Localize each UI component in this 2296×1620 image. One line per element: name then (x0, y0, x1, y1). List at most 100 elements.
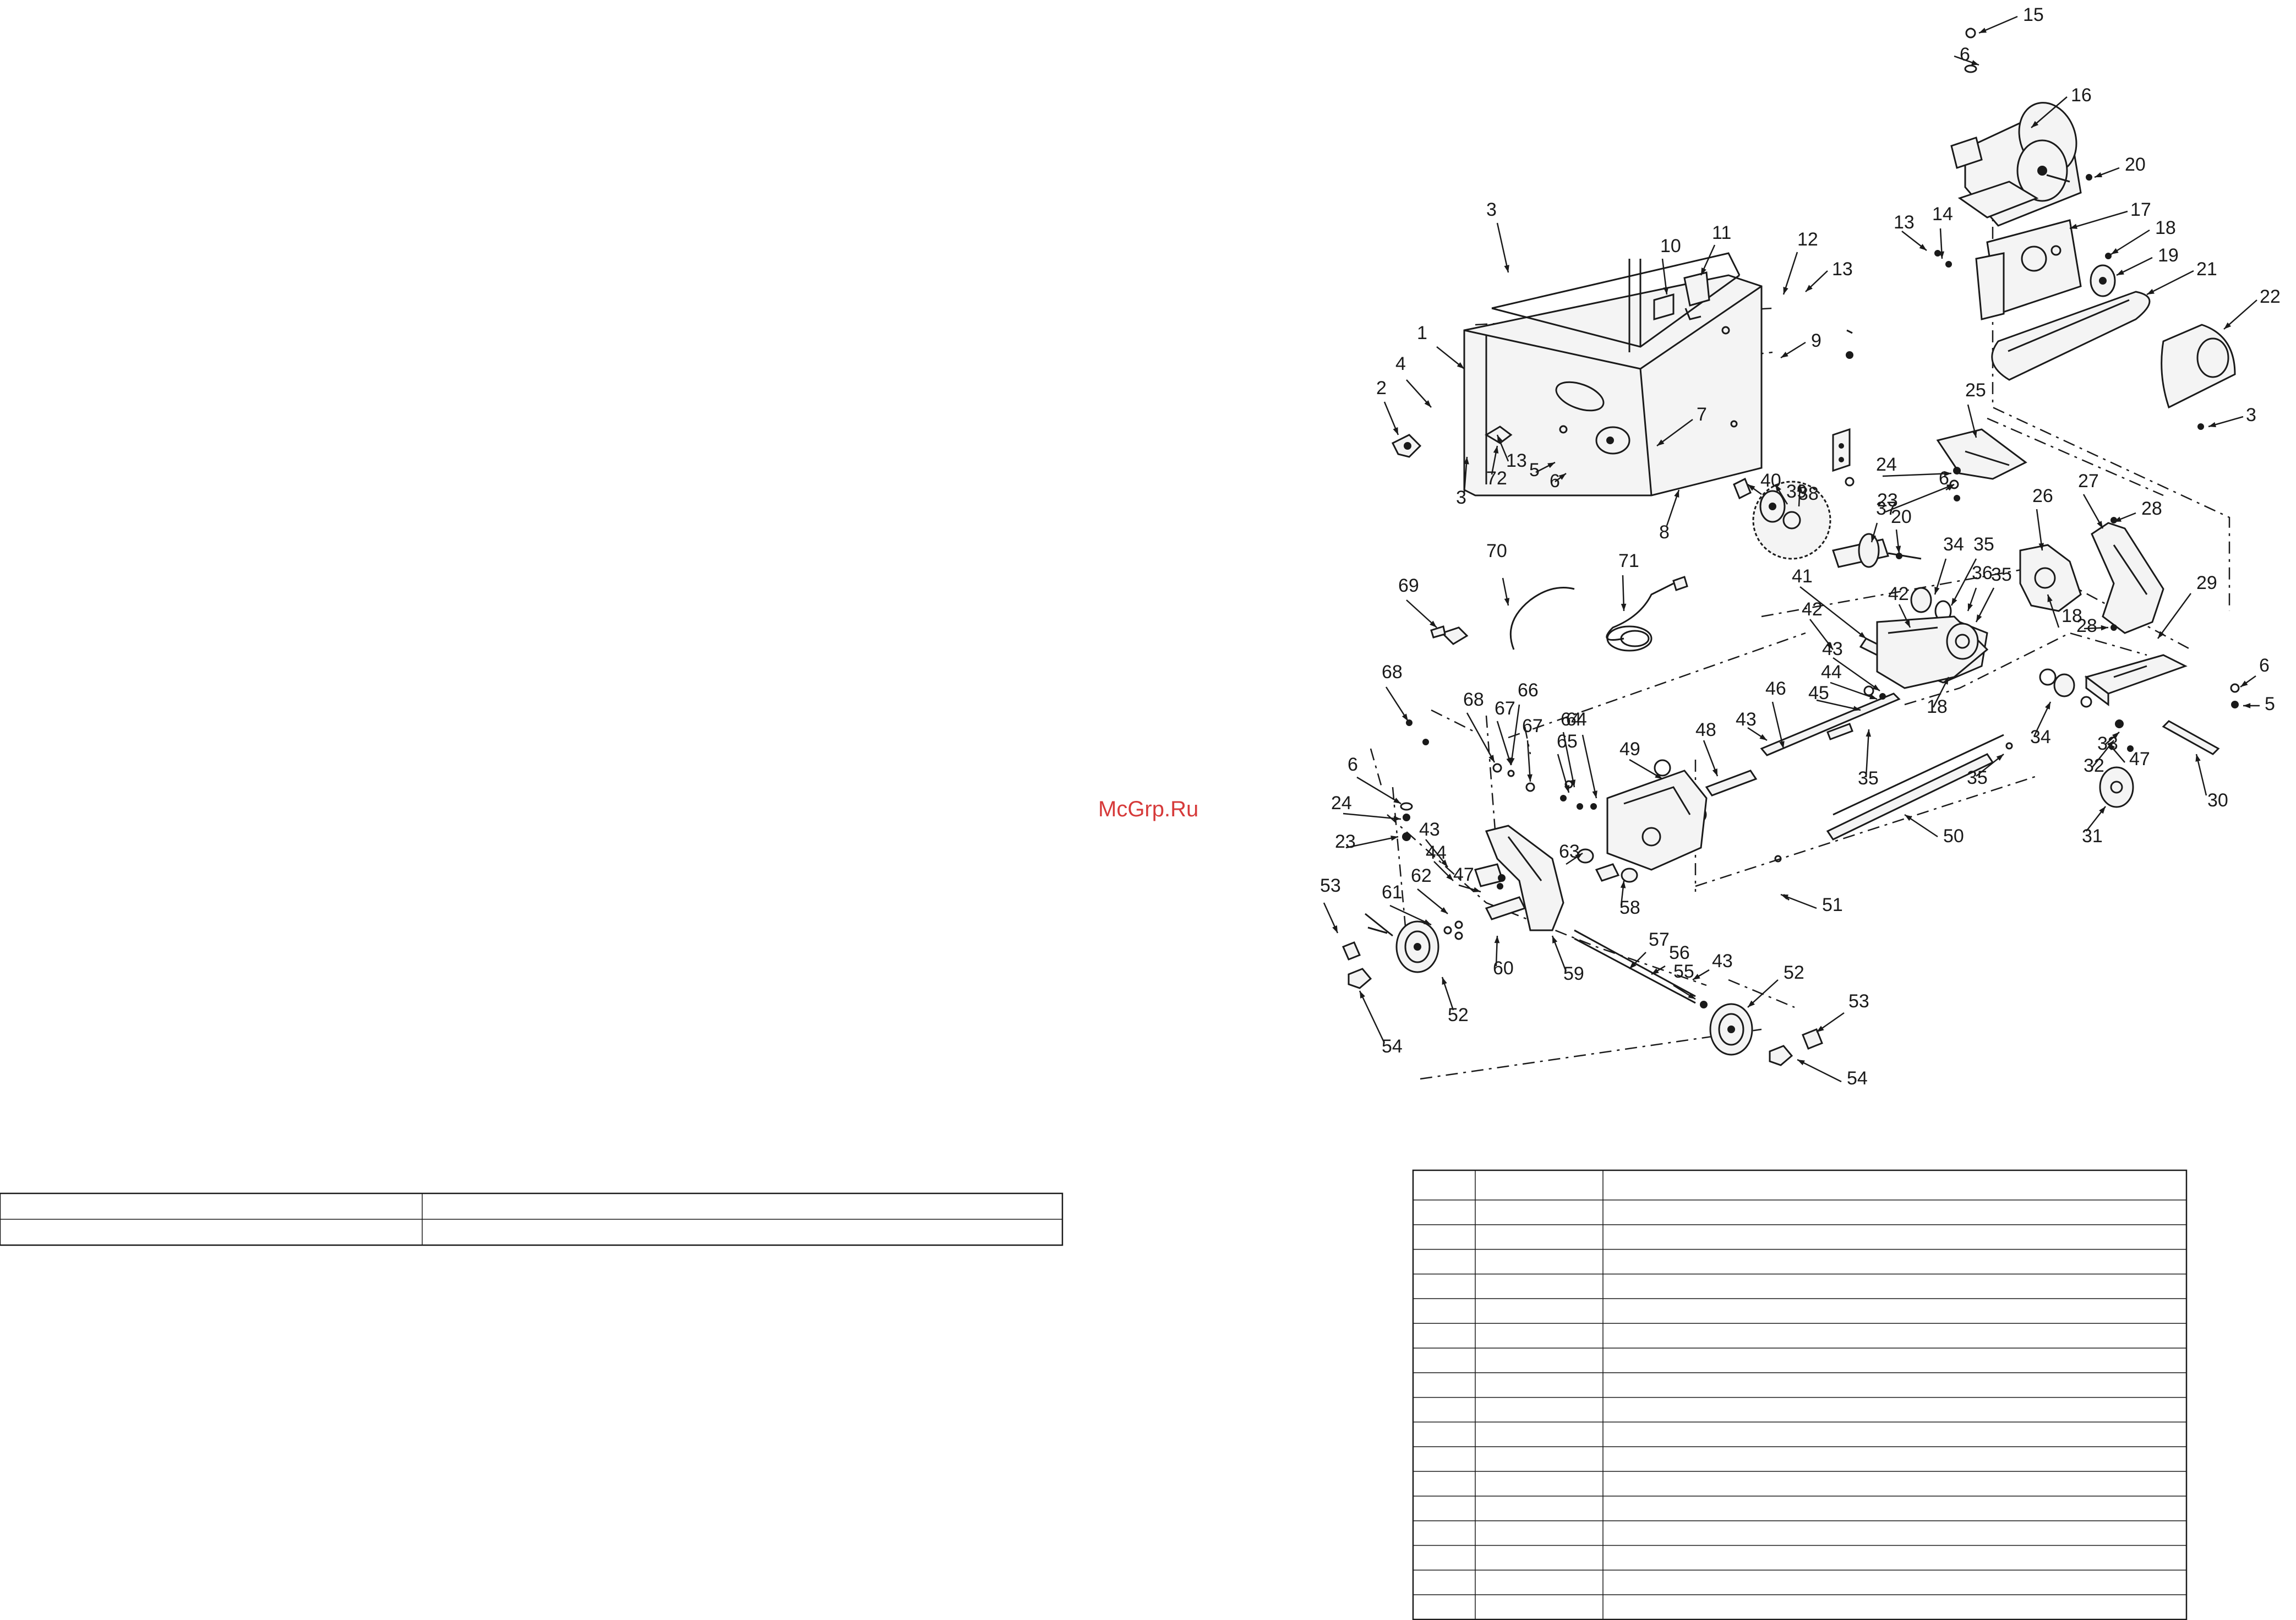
callout-leader (1389, 904, 1432, 926)
callout-arrowhead (2070, 223, 2077, 229)
handwheels (1342, 913, 1823, 1066)
callout-arrowhead (2038, 543, 2044, 550)
callout-number: 2 (1376, 378, 1387, 399)
callout-number: 71 (1618, 550, 1639, 571)
callout-number: 28 (2141, 498, 2162, 519)
callout-number: 49 (1619, 739, 1640, 760)
callout-number: 46 (1765, 678, 1786, 699)
callout-arrowhead (2099, 806, 2106, 814)
callout-arrowhead (1497, 435, 1503, 443)
callout-arrowhead (1488, 755, 1495, 762)
callout-arrowhead (2147, 288, 2155, 294)
callout-number: 42 (1802, 599, 1823, 620)
parts-table-frame (1412, 1169, 2188, 1620)
callout-arrowhead (1939, 251, 1945, 259)
power-cord (1430, 576, 1688, 652)
callout-leader (1950, 558, 1977, 606)
callout-number: 25 (1965, 380, 1986, 401)
callout-arrowhead (1393, 427, 1398, 435)
callout-number: 35 (1858, 768, 1879, 789)
callout-number: 34 (1943, 534, 1964, 555)
callout-number: 54 (1847, 1068, 1868, 1089)
callout-leader (1356, 776, 1401, 805)
callout-arrowhead (1464, 457, 1469, 465)
callout-arrowhead (1967, 603, 1973, 611)
callout-number: 41 (1792, 566, 1813, 587)
callout-arrowhead (1806, 285, 1813, 292)
motor (1950, 28, 2092, 227)
callout-arrowhead (1620, 881, 1626, 888)
callout-arrowhead (1869, 694, 1877, 700)
callout-leader (2146, 270, 2194, 296)
callout-arrowhead (1783, 287, 1788, 294)
callout-number: 64 (1566, 709, 1587, 730)
callout-arrowhead (2047, 594, 2053, 602)
callout-arrowhead (2097, 521, 2103, 528)
callout-number: 69 (1398, 575, 1419, 596)
callout-number: 44 (1821, 662, 1842, 683)
callout-arrowhead (1446, 874, 1453, 881)
callout-arrowhead (1629, 962, 1637, 969)
callout-number: 23 (1877, 490, 1898, 511)
callout-number: 64 (1561, 709, 1581, 730)
saw-blade-assembly (1733, 477, 1952, 622)
callout-arrowhead (1655, 773, 1662, 779)
callout-arrowhead (2101, 625, 2108, 631)
callout-arrowhead (1360, 991, 1365, 999)
callout-arrowhead (1748, 1000, 1755, 1007)
callout-arrowhead (1575, 853, 1583, 860)
callout-arrowhead (1712, 768, 1717, 776)
callout-number: 62 (1411, 865, 1432, 886)
callout-leader (1466, 712, 1496, 763)
callout-number: 35 (1967, 767, 1988, 788)
callout-number: 27 (2078, 471, 2099, 492)
callout-leader (1562, 732, 1575, 788)
callout-arrowhead (2208, 422, 2216, 428)
callout-arrowhead (1663, 287, 1669, 294)
callout-number: 52 (1448, 1005, 1469, 1026)
callout-leader (1345, 836, 1399, 849)
callout-number: 15 (2023, 4, 2044, 25)
callout-arrowhead (1441, 859, 1448, 867)
callout-leader (1496, 721, 1512, 766)
callout-arrowhead (1979, 28, 1987, 33)
callout-number: 54 (1382, 1036, 1403, 1057)
callout-leader (1496, 222, 1509, 273)
callout-arrowhead (1919, 244, 1927, 250)
callout-leader (1797, 1059, 1842, 1083)
left-small-parts (1391, 329, 1855, 487)
callout-number: 13 (1506, 450, 1527, 471)
callout-number: 39 (1786, 481, 1807, 502)
callout-leader (1830, 681, 1878, 700)
callout-number: 61 (1382, 882, 1403, 903)
callout-number: 23 (1335, 831, 1356, 852)
callout-arrowhead (2045, 702, 2050, 710)
callout-arrowhead (2158, 631, 2164, 639)
callout-number: 47 (2129, 749, 2150, 770)
callout-arrowhead (1547, 462, 1555, 468)
callout-number: 67 (1495, 698, 1515, 719)
callout-number: 53 (1848, 991, 1869, 1012)
callout-arrowhead (1853, 706, 1861, 711)
callout-number: 57 (1649, 929, 1670, 950)
switch-box (1653, 271, 1710, 320)
callout-arrowhead (2224, 322, 2232, 329)
callout-number: 3 (2246, 405, 2256, 426)
callout-leader (1865, 729, 1870, 778)
callout-arrowhead (2107, 740, 2114, 748)
left-table (0, 1192, 1064, 1246)
callout-arrowhead (1506, 757, 1512, 765)
callout-number: 37 (1876, 498, 1897, 519)
callout-leader (1343, 812, 1401, 820)
callout-number: 55 (1673, 961, 1694, 982)
callout-number: 50 (1943, 826, 1964, 847)
callout-leader (2110, 229, 2150, 255)
callout-arrowhead (1976, 614, 1982, 622)
callout-arrowhead (1440, 907, 1448, 914)
callout-number: 26 (2032, 486, 2053, 506)
callout-arrowhead (1781, 894, 1788, 900)
callout-arrowhead (1779, 741, 1785, 749)
callout-number: 52 (1784, 962, 1804, 983)
callout-arrowhead (2243, 703, 2251, 708)
